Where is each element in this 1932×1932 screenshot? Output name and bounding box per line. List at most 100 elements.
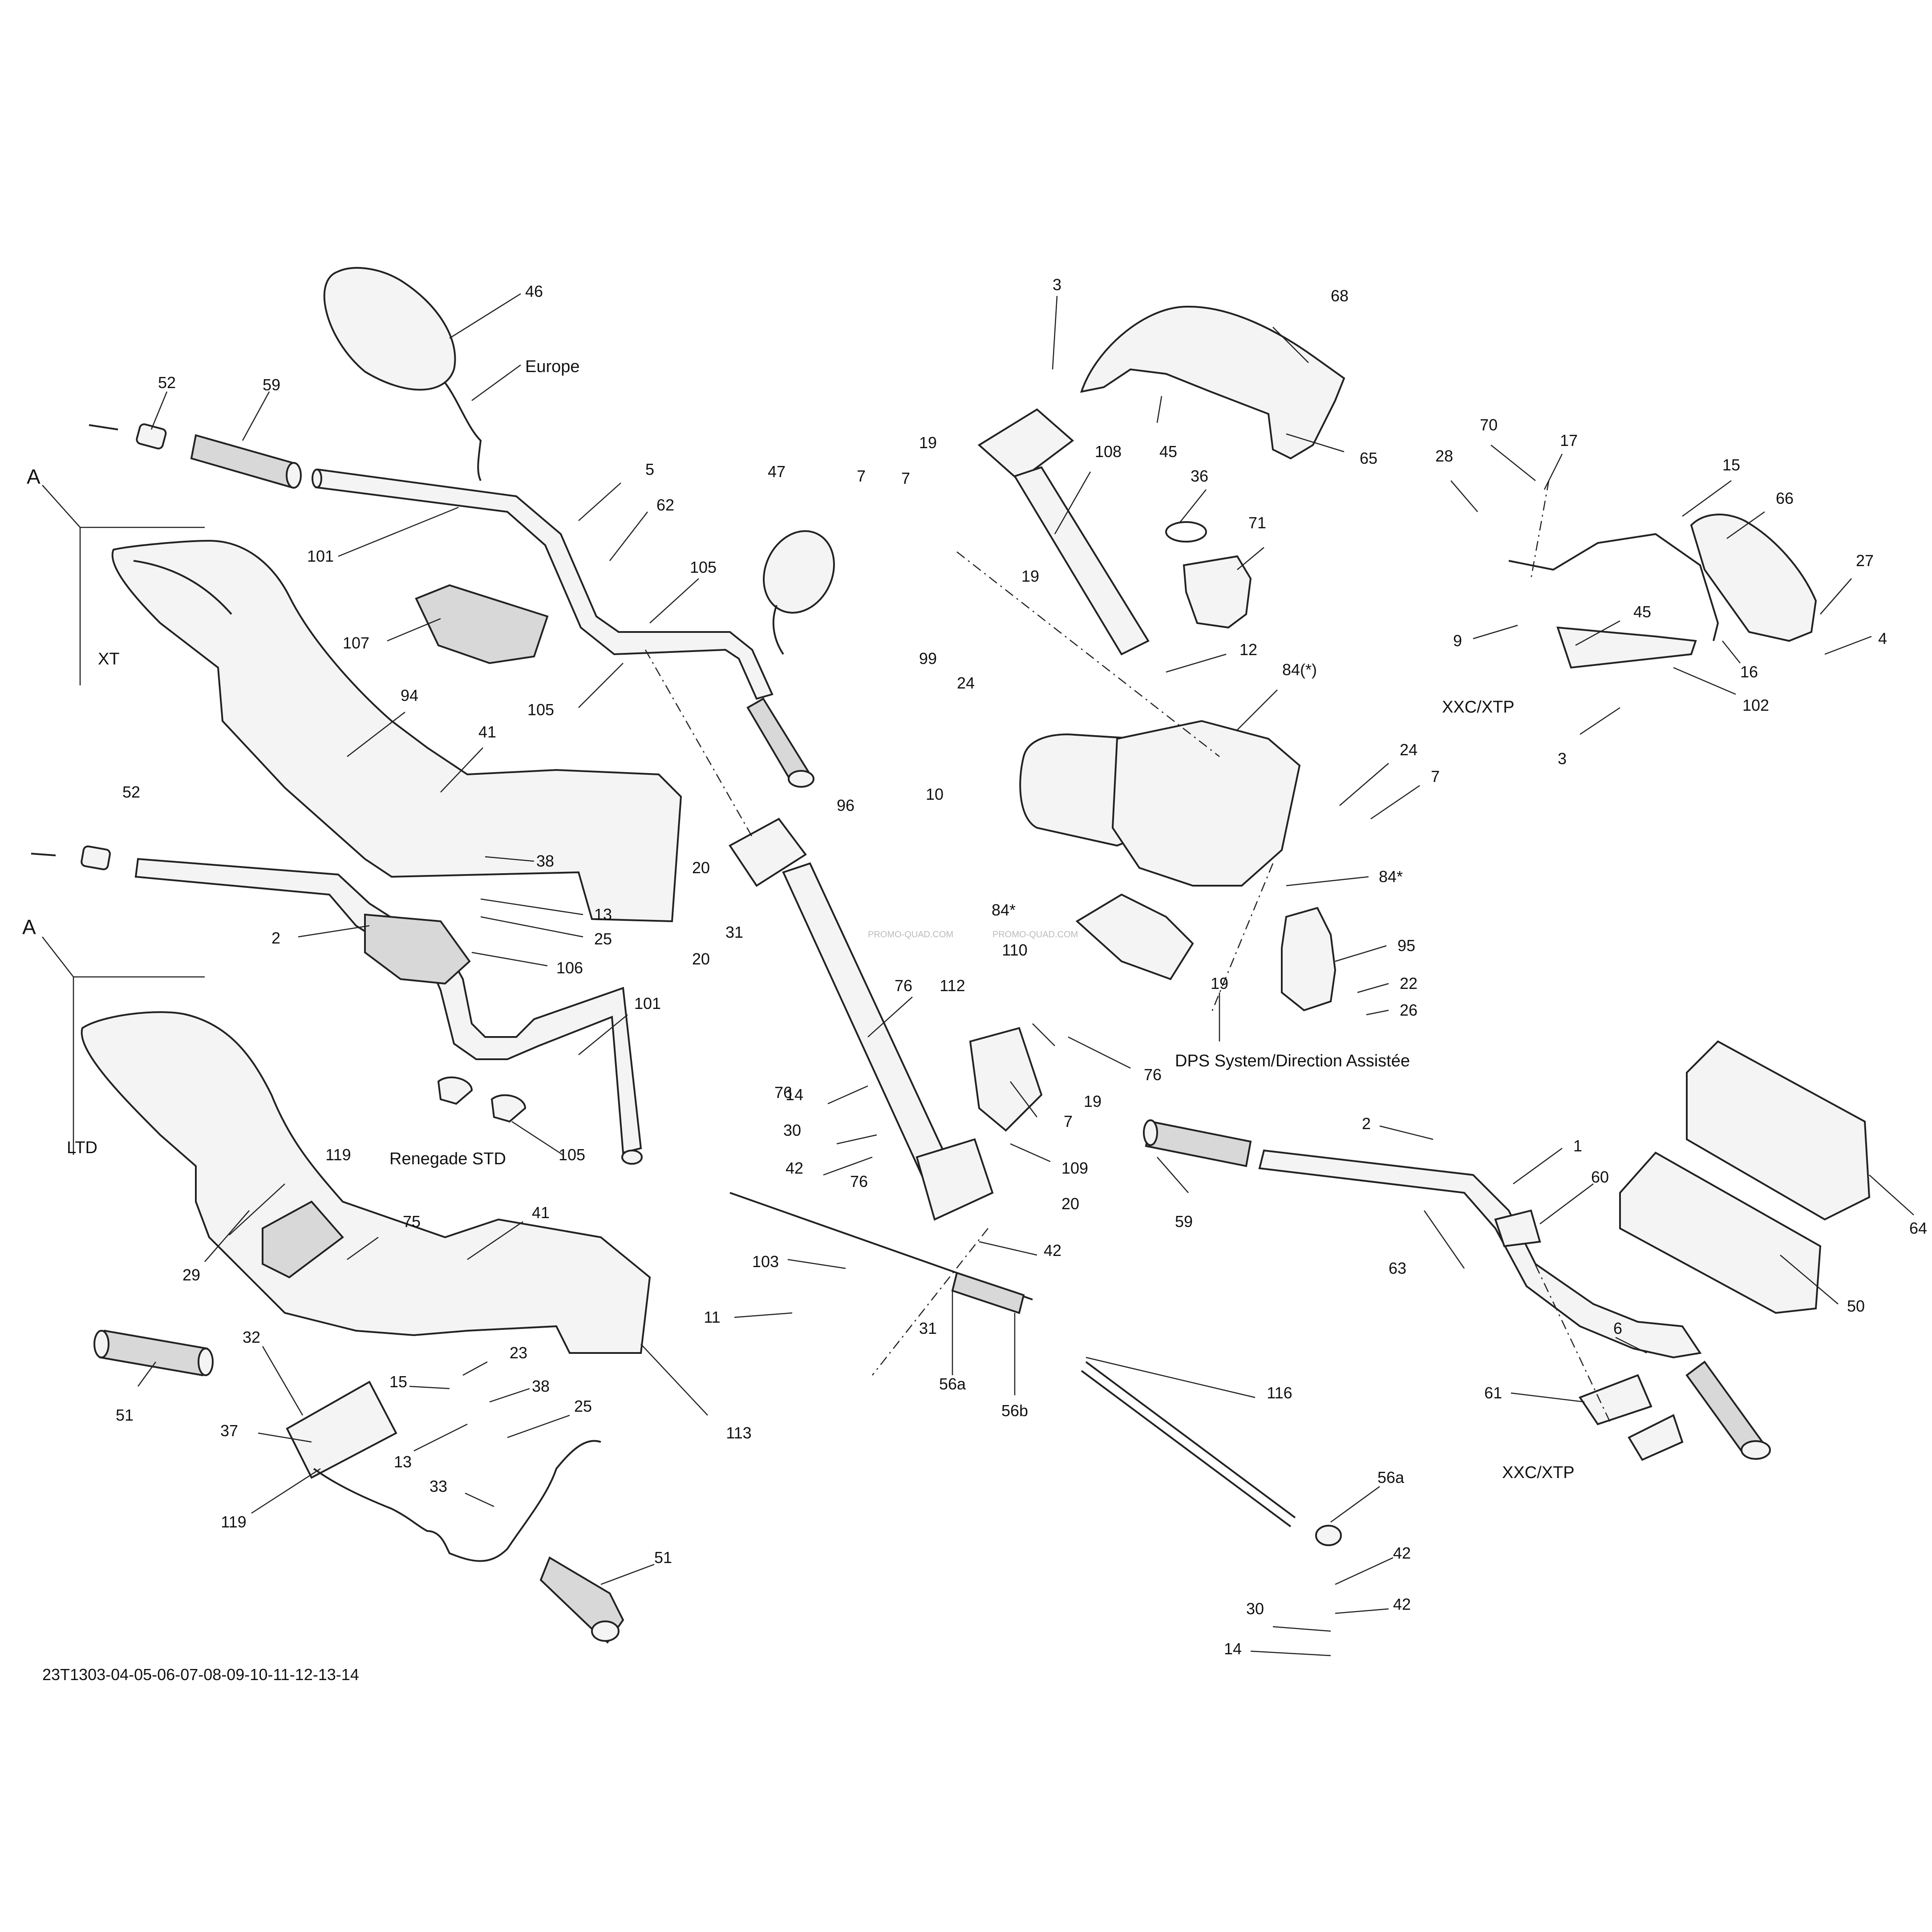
callout-45: 45: [1633, 603, 1652, 621]
drawing-number: 23T1303-04-05-06-07-08-09-10-11-12-13-14: [42, 1665, 359, 1684]
callout-30: 30: [1246, 1600, 1264, 1618]
callout-27: 27: [1855, 551, 1874, 570]
callout-10: 10: [925, 785, 944, 803]
switch-bracket-32: [286, 1381, 397, 1479]
callout-17: 17: [1559, 431, 1578, 450]
callout-13: 13: [393, 1453, 412, 1471]
callout-31: 31: [919, 1319, 937, 1337]
handlebar-clamps-105-lower: [437, 1076, 527, 1123]
callout-51: 51: [654, 1548, 672, 1567]
callout-101: 101: [307, 547, 334, 565]
callout-30: 30: [783, 1121, 802, 1139]
callout-52: 52: [158, 373, 176, 392]
callout-31: 31: [725, 923, 744, 941]
variant-label-ltd: LTD: [67, 1138, 97, 1157]
grip-63-end: [1685, 1361, 1771, 1460]
callout-99: 99: [919, 649, 937, 668]
callout-1: 1: [1573, 1137, 1583, 1155]
callout-2: 2: [1361, 1114, 1371, 1133]
callout-4: 4: [1878, 629, 1887, 648]
grip-upper-right: [746, 697, 814, 788]
callout-66: 66: [1775, 489, 1794, 507]
callout-107: 107: [342, 634, 370, 652]
callout-84: 84*: [1378, 867, 1403, 886]
cover-110: [1075, 893, 1194, 980]
watermark: PROMO-QUAD.COM: [868, 930, 954, 940]
callout-56b: 56b: [1001, 1401, 1029, 1420]
handlebar-clamp-106: [364, 913, 471, 985]
callout-68: 68: [1330, 287, 1349, 305]
callout-23: 23: [509, 1344, 528, 1362]
section-label-a-upper: A: [27, 465, 41, 488]
callout-3: 3: [1557, 749, 1567, 768]
callout-52: 52: [122, 783, 141, 801]
callout-19: 19: [919, 433, 937, 452]
callout-59: 59: [1175, 1212, 1193, 1231]
tie-rod-116: [1081, 1361, 1342, 1546]
callout-119: 119: [325, 1146, 351, 1164]
cover-50: [1619, 1151, 1822, 1314]
bar-end-upper: [89, 423, 167, 450]
dps-unit: [1019, 720, 1301, 887]
callout-41: 41: [531, 1203, 550, 1222]
callout-19: 19: [1210, 974, 1229, 992]
variant-label-xt: XT: [98, 650, 120, 668]
callout-59: 59: [262, 376, 281, 394]
mirror-europe: [323, 267, 482, 481]
callout-42: 42: [1393, 1595, 1411, 1613]
pitman-arm-95: [1281, 907, 1337, 1012]
callout-36: 36: [1190, 467, 1209, 485]
callout-7: 7: [901, 469, 911, 487]
callout-109: 109: [1061, 1159, 1089, 1177]
callout-25: 25: [594, 930, 612, 948]
boot-71: [1183, 555, 1252, 629]
callout-110: 110: [1002, 941, 1028, 959]
callout-32: 32: [242, 1328, 261, 1346]
callout-15: 15: [1722, 456, 1741, 474]
callout-38: 38: [536, 852, 555, 870]
clamp-36: [1165, 521, 1207, 543]
callout-63: 63: [1388, 1259, 1407, 1277]
grip-51-left: [93, 1329, 214, 1377]
callout-84-star: 84(*): [1282, 660, 1317, 679]
cover-64: [1686, 1040, 1871, 1221]
callout-94: 94: [400, 686, 419, 705]
handguard-66: [1690, 514, 1817, 642]
variant-label-dps-system: DPS System/Direction Assistée: [1175, 1052, 1410, 1070]
callout-2: 2: [271, 929, 281, 947]
callout-101: 101: [634, 994, 661, 1013]
callout-46: 46: [525, 282, 543, 300]
callout-25: 25: [574, 1397, 592, 1415]
tie-rod-103: [729, 1192, 1033, 1314]
callout-16: 16: [1740, 663, 1758, 681]
callout-20: 20: [692, 859, 710, 877]
callout-19: 19: [1083, 1092, 1102, 1110]
callout-26: 26: [1399, 1001, 1418, 1019]
steering-column-upper: [977, 408, 1150, 656]
callout-106: 106: [556, 959, 583, 977]
callout-108: 108: [1094, 442, 1122, 461]
grip-59-right: [1143, 1119, 1252, 1167]
watermark: PROMO-QUAD.COM: [992, 930, 1078, 940]
steering-column-lower: [729, 818, 994, 1221]
callout-13: 13: [594, 905, 612, 923]
callout-50: 50: [1847, 1297, 1865, 1315]
callout-28: 28: [1435, 447, 1454, 465]
variant-label-europe: Europe: [525, 357, 580, 376]
callout-105: 105: [689, 558, 717, 576]
callout-11: 11: [704, 1308, 721, 1326]
callout-76: 76: [850, 1172, 868, 1191]
callout-15: 15: [389, 1373, 408, 1391]
callout-62: 62: [656, 496, 675, 514]
callout-65: 65: [1359, 449, 1378, 467]
callout-14: 14: [1223, 1640, 1242, 1658]
callout-71: 71: [1248, 514, 1267, 532]
handguard-brace-102: [1508, 533, 1719, 669]
callout-47: 47: [767, 462, 786, 481]
callout-76: 76: [774, 1083, 793, 1102]
callout-12: 12: [1239, 640, 1258, 659]
callout-76: 76: [1143, 1065, 1162, 1084]
callout-41: 41: [478, 723, 497, 741]
section-a-upper-bracket: [42, 485, 205, 685]
callout-70: 70: [1479, 416, 1498, 434]
